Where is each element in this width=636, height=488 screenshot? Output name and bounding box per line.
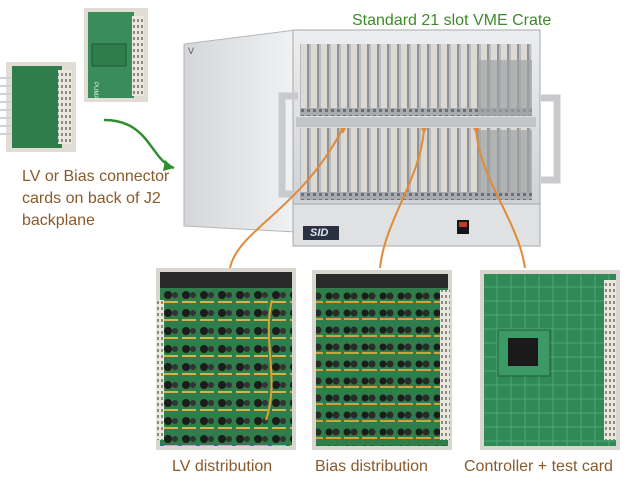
crate-logo-plate xyxy=(303,226,339,240)
right-handle xyxy=(541,94,561,184)
connector-card-photo-1 xyxy=(0,62,76,152)
connector-card-photo-2 xyxy=(84,8,148,102)
caption-controller-test-card: Controller + test card xyxy=(464,458,613,475)
slot-markers xyxy=(340,128,479,134)
crate-logo: SID xyxy=(310,227,329,239)
crate-side-mark: V xyxy=(188,46,195,56)
small-card-text: PUMA xyxy=(92,82,98,100)
vme-crate xyxy=(183,29,561,247)
lv-slot-connector xyxy=(229,129,343,269)
connector-card-caption: LV or Bias connector cards on back of J2… xyxy=(22,168,170,229)
bias-distribution-photo xyxy=(312,270,452,450)
bias-slot-connector xyxy=(379,129,425,269)
orange-connector-lines xyxy=(229,129,526,269)
controller-slot-connector xyxy=(475,129,526,269)
controller-test-card-photo xyxy=(480,270,620,450)
caption-bias-distribution: Bias distribution xyxy=(315,458,428,475)
lv-distribution-photo xyxy=(156,268,296,450)
caption-lv-distribution: LV distribution xyxy=(172,458,273,475)
left-handle xyxy=(278,92,298,198)
green-arrow xyxy=(103,118,175,171)
crate-title: Standard 21 slot VME Crate xyxy=(352,12,552,29)
